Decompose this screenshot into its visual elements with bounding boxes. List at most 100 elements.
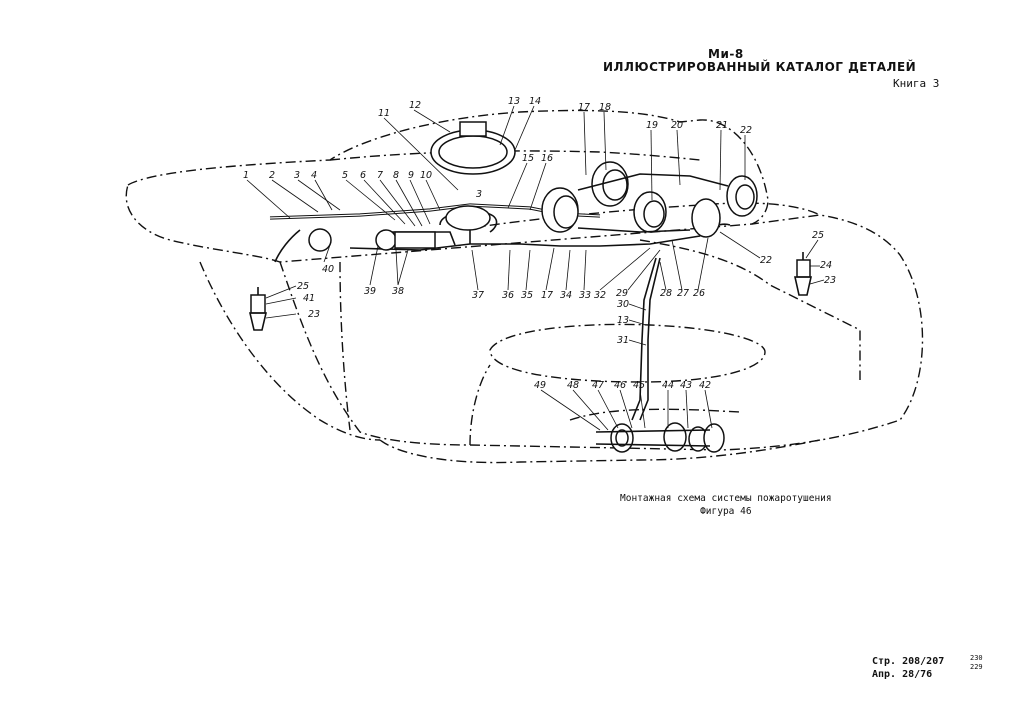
engine-duct-low: [577, 227, 691, 233]
aircraft-model: Ми-8: [708, 47, 744, 61]
callout-30: 30: [617, 299, 629, 310]
callout-49: 49: [534, 380, 546, 391]
callout-13-lower: 13: [617, 315, 629, 326]
engine-ring-7: [691, 198, 721, 238]
catalog-title: ИЛЛЮСТРИРОВАННЫЙ КАТАЛОГ ДЕТАЛЕЙ: [603, 60, 917, 74]
engine-duct: [577, 173, 729, 191]
callout-11: 11: [378, 108, 390, 119]
callout-26: 26: [693, 288, 705, 299]
callout-25-right: 25: [812, 230, 824, 241]
callout-5: 5: [342, 170, 348, 181]
pipe-down-side: [631, 257, 657, 421]
canopy-line: [329, 150, 701, 161]
engine-cowl-outline: [489, 323, 766, 383]
callout-41: 41: [303, 293, 315, 304]
callout-7: 7: [377, 170, 383, 181]
callout-40: 40: [322, 264, 334, 275]
valve-block: [394, 231, 436, 249]
extinguisher-bottle-mid: [375, 229, 397, 251]
callout-36: 36: [502, 290, 514, 301]
callout-20: 20: [671, 120, 683, 131]
callout-13: 13: [508, 96, 520, 107]
figure-caption: Монтажная схема системы пожаротушения Фи…: [620, 492, 832, 518]
pipe-down-main: [639, 257, 661, 421]
rear-cowl-outline: [339, 261, 351, 431]
fuselage-outline: [125, 109, 769, 263]
callout-22-lower: 22: [760, 255, 772, 266]
book-number: Книга 3: [893, 77, 940, 90]
callout-24: 24: [820, 260, 832, 271]
callout-38: 38: [392, 286, 404, 297]
extinguisher-bottle-left: [308, 228, 332, 252]
fire-detector-right: [794, 252, 812, 296]
callout-46: 46: [614, 380, 626, 391]
lower-ring-3: [663, 422, 687, 452]
callout-31: 31: [617, 335, 629, 346]
callout-16: 16: [541, 153, 553, 164]
left-fairing-outline: [199, 261, 381, 441]
lower-pipe-2: [595, 443, 711, 447]
page-footer: Стр. 208/207 Апр. 28/76 230 229: [872, 654, 983, 681]
lower-body-outline: [279, 214, 924, 451]
engine-ring-4: [602, 169, 628, 201]
callout-3: 3: [294, 170, 300, 181]
engine-ring-6: [643, 200, 665, 228]
side-panel-outline: [639, 239, 861, 380]
callout-19: 19: [646, 120, 658, 131]
fan-ring-inner: [438, 135, 508, 169]
callout-32: 32: [594, 290, 606, 301]
callout-9: 9: [408, 170, 414, 181]
callout-12: 12: [409, 100, 421, 111]
fire-detector-left: [248, 287, 268, 331]
callout-3-lower: 3: [476, 189, 482, 200]
callout-17: 17: [578, 102, 590, 113]
callout-10: 10: [420, 170, 432, 181]
callout-47: 47: [592, 380, 604, 391]
callout-23-right: 23: [824, 275, 836, 286]
pipe-branch-left: [274, 229, 301, 263]
callout-4: 4: [311, 170, 317, 181]
belly-outline: [569, 408, 741, 421]
callout-1: 1: [243, 170, 249, 181]
callout-35: 35: [521, 290, 533, 301]
callout-6: 6: [360, 170, 366, 181]
callout-14: 14: [529, 96, 541, 107]
callout-leaders: [246, 105, 825, 431]
callout-27: 27: [677, 288, 689, 299]
callout-33: 33: [579, 290, 591, 301]
callout-23-left: 23: [308, 309, 320, 320]
callout-8: 8: [393, 170, 399, 181]
footer-page: Стр. 208/207: [872, 656, 945, 667]
callout-44: 44: [662, 380, 674, 391]
callout-22-top: 22: [740, 125, 752, 136]
caption-figure-number: Фигура 46: [700, 506, 752, 517]
engine-ring-9: [735, 184, 755, 210]
top-cowling-line: [469, 202, 821, 229]
callout-25-left: 25: [297, 281, 309, 292]
footer-ref-top: 230: [970, 654, 983, 662]
callout-15: 15: [522, 153, 534, 164]
engine-ring-2: [553, 195, 579, 229]
lower-ring-5: [703, 423, 725, 453]
callout-2: 2: [269, 170, 275, 181]
bottom-outline: [379, 439, 821, 464]
fan-housing: [459, 121, 487, 137]
pipe-lower-run: [349, 235, 701, 251]
lower-panel-outline: [469, 364, 491, 446]
callout-29: 29: [616, 288, 628, 299]
callout-37: 37: [472, 290, 484, 301]
fan-lower-ring: [445, 205, 491, 231]
callout-34: 34: [560, 290, 572, 301]
callout-28: 28: [660, 288, 672, 299]
callout-17-lower: 17: [541, 290, 553, 301]
footer-ref-bottom: 229: [970, 663, 983, 671]
lower-ring-2: [615, 429, 629, 447]
callout-42: 42: [699, 380, 711, 391]
callout-48: 48: [567, 380, 579, 391]
callout-18: 18: [599, 102, 611, 113]
callout-21: 21: [716, 120, 728, 131]
footer-date: Апр. 28/76: [872, 669, 933, 680]
callout-43: 43: [680, 380, 692, 391]
footer-ref: 230 229: [970, 654, 983, 672]
